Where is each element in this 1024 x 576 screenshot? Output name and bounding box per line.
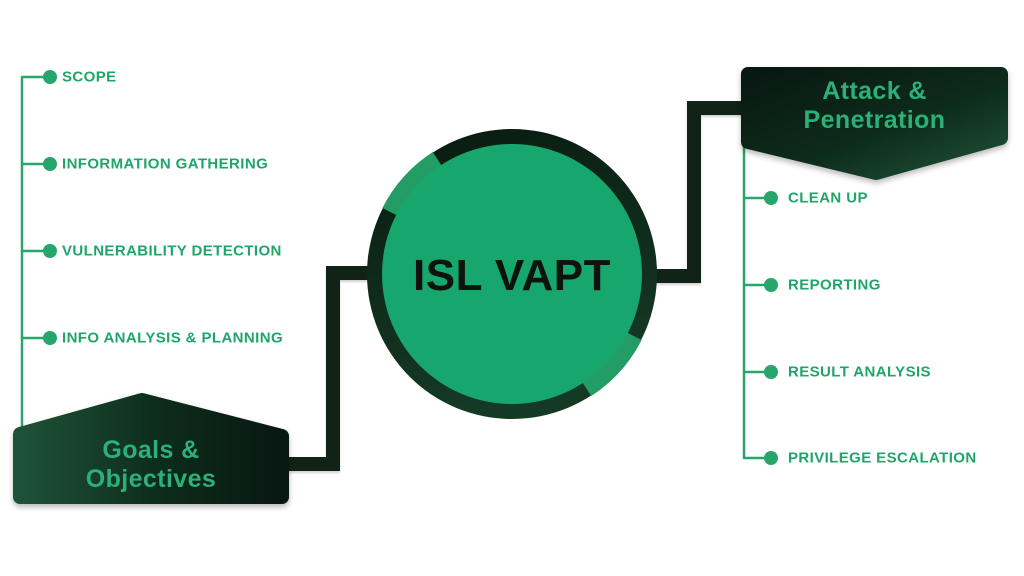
attack-badge-line1: Attack & <box>822 77 927 105</box>
bullet-dot-icon <box>43 70 57 84</box>
bullet-dot-icon <box>764 278 778 292</box>
left-list-lines <box>20 75 46 434</box>
ring-gap-segment <box>382 151 442 216</box>
bullet-dot-icon <box>43 331 57 345</box>
ring-gap-segment <box>582 332 642 397</box>
bullet-dot-icon <box>764 365 778 379</box>
goals-badge-label: Goals & Objectives <box>15 428 287 502</box>
right-list-lines <box>742 144 766 460</box>
list-item-clean-up: CLEAN UP <box>788 189 868 207</box>
left-list-spine <box>20 75 46 434</box>
bullet-dot-icon <box>764 451 778 465</box>
bullet-dot-icon <box>43 157 57 171</box>
attack-badge-shape <box>741 67 1008 180</box>
attack-badge-label: Attack & Penetration <box>741 70 1008 142</box>
list-item-scope: SCOPE <box>62 68 117 86</box>
list-item-privilege-escalation: PRIVILEGE ESCALATION <box>788 449 977 467</box>
bullet-dot-icon <box>43 244 57 258</box>
list-item-vulnerability-detection: VULNERABILITY DETECTION <box>62 242 282 260</box>
goals-badge-shape <box>13 393 289 504</box>
bullet-dot-icon <box>764 191 778 205</box>
circle-inner-fill <box>382 144 642 404</box>
connector-left <box>282 266 384 471</box>
goals-badge-line2: Objectives <box>85 465 217 493</box>
attack-badge-line2: Penetration <box>803 106 946 134</box>
connector-right <box>648 101 746 283</box>
goals-badge-line1: Goals & <box>102 436 200 464</box>
list-item-information-gathering: INFORMATION GATHERING <box>62 155 269 173</box>
center-circle <box>367 129 657 419</box>
list-item-info-analysis-planning: INFO ANALYSIS & PLANNING <box>62 329 284 347</box>
right-bullet-dots <box>764 191 778 465</box>
left-bullet-dots <box>43 70 57 345</box>
list-item-result-analysis: RESULT ANALYSIS <box>788 363 931 381</box>
center-title: ISL VAPT <box>413 251 611 300</box>
list-item-reporting: REPORTING <box>788 276 881 294</box>
right-list-spine <box>742 144 766 460</box>
